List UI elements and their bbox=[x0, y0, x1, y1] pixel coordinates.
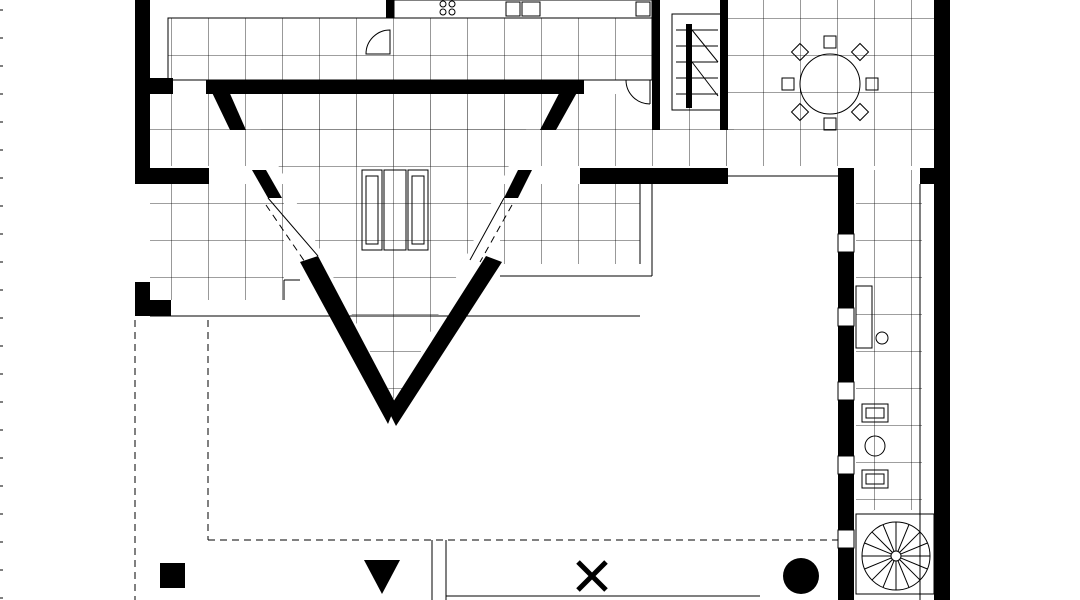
spiral-tread bbox=[882, 524, 895, 552]
spiral-staircase bbox=[855, 513, 935, 595]
dining-table bbox=[361, 169, 429, 251]
tiled-floors bbox=[150, 0, 936, 510]
doors bbox=[365, 29, 651, 105]
spiral-tread bbox=[897, 560, 910, 588]
spiral-tread bbox=[900, 542, 928, 555]
spiral-tread bbox=[871, 559, 893, 581]
margin-ticks bbox=[0, 9, 3, 599]
spiral-tread bbox=[882, 560, 895, 588]
triangle-structure bbox=[206, 80, 584, 426]
staircase bbox=[671, 13, 723, 111]
circle-symbol bbox=[783, 558, 819, 594]
spiral-tread bbox=[899, 559, 921, 581]
cross-symbol bbox=[576, 560, 608, 592]
spiral-tread bbox=[871, 531, 893, 553]
round-table bbox=[781, 35, 879, 131]
dashed-outlines bbox=[134, 320, 838, 600]
kitchen-fixtures bbox=[393, 0, 653, 19]
spiral-tread bbox=[864, 542, 892, 555]
square-symbol bbox=[160, 563, 185, 588]
corridor-furniture bbox=[855, 285, 889, 489]
east-wall-openings bbox=[837, 233, 855, 549]
spiral-tread bbox=[897, 524, 910, 552]
spiral-tread bbox=[864, 557, 892, 570]
spiral-tread bbox=[900, 557, 928, 570]
outline-lines bbox=[150, 175, 921, 600]
spiral-tread bbox=[899, 531, 921, 553]
triangle-symbol bbox=[364, 560, 400, 594]
